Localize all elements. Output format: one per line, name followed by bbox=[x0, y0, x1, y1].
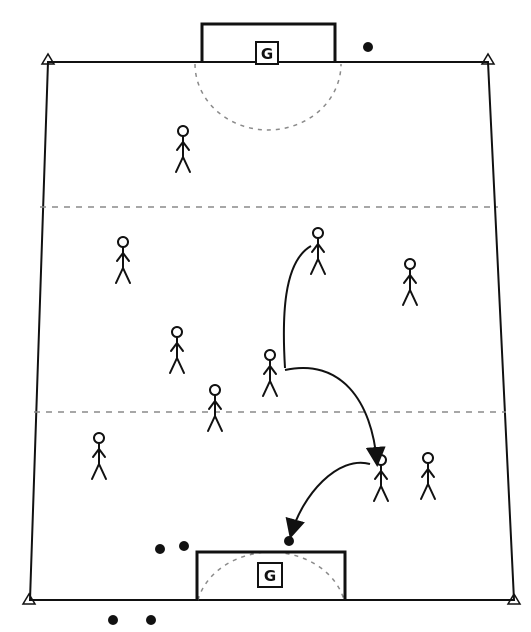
pass-arrow-1 bbox=[284, 246, 311, 368]
player-icon bbox=[263, 350, 277, 396]
ball-icon bbox=[284, 536, 294, 546]
top-goal-label: G bbox=[261, 45, 273, 63]
bottom-goal: G bbox=[197, 552, 345, 600]
player-icon bbox=[421, 453, 435, 499]
player-icon bbox=[176, 126, 190, 172]
player-icon bbox=[92, 433, 106, 479]
pass-arrow-3 bbox=[291, 463, 370, 535]
top-goal: G bbox=[195, 24, 341, 130]
ball-icon bbox=[146, 615, 156, 625]
player-icon bbox=[403, 259, 417, 305]
ball-icon bbox=[108, 615, 118, 625]
top-goal-area-arc bbox=[195, 64, 341, 130]
pass-arrow-2 bbox=[285, 368, 377, 463]
bottom-goal-label: G bbox=[264, 567, 276, 585]
player-icon bbox=[374, 455, 388, 501]
ball-icon bbox=[363, 42, 373, 52]
player-icon bbox=[311, 228, 325, 274]
ball-icon bbox=[155, 544, 165, 554]
player-icon bbox=[116, 237, 130, 283]
player-icon bbox=[170, 327, 184, 373]
ball-icon bbox=[179, 541, 189, 551]
field-boundary bbox=[30, 62, 514, 600]
player-icon bbox=[208, 385, 222, 431]
players-group bbox=[92, 126, 435, 501]
